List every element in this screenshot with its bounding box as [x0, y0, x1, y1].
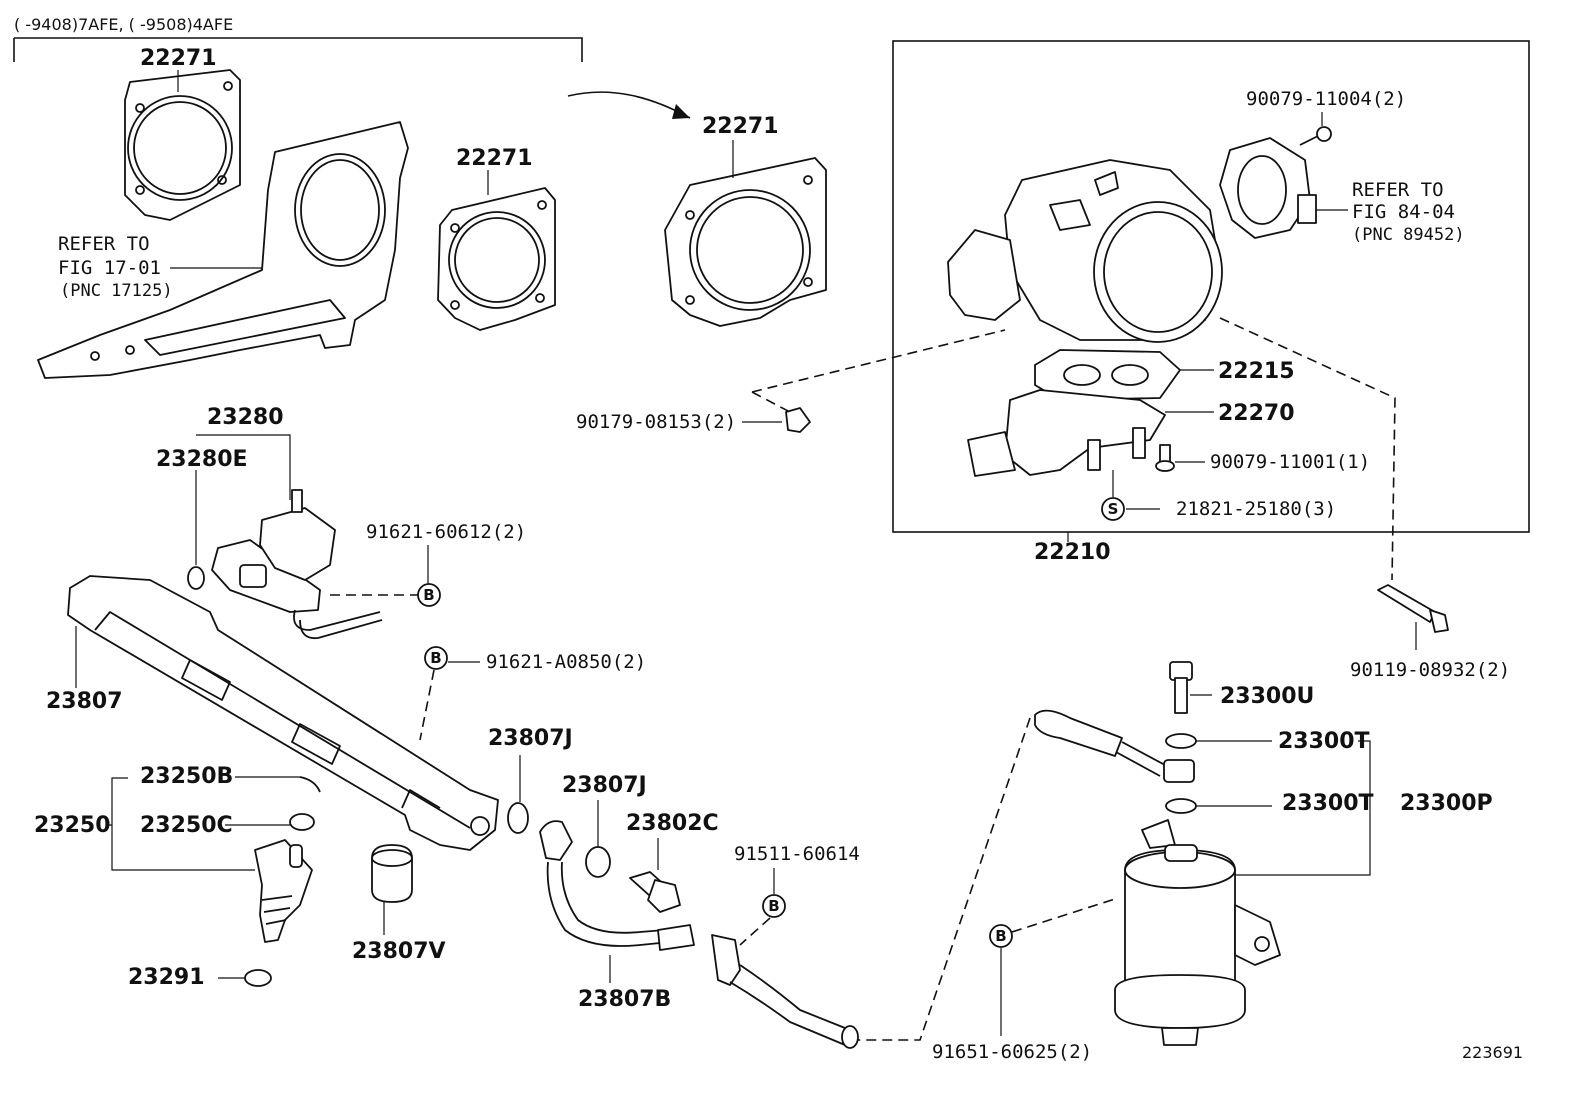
symbol-b-2-letter: B — [430, 649, 441, 667]
dash-90179-08153 — [751, 329, 1006, 413]
dash-91511-60614 — [739, 917, 771, 946]
symbol-s-letter: S — [1108, 500, 1119, 518]
clip-23250b — [299, 776, 321, 793]
label-22271-a: 22271 — [140, 46, 217, 71]
applicability-note: ( -9408)7AFE, ( -9508)4AFE — [14, 15, 233, 34]
label-91511-60614: 91511-60614 — [734, 843, 860, 865]
throttle-position-sensor — [1219, 137, 1317, 239]
o-ring-23807j-b — [585, 846, 611, 878]
dash-91621-a0850 — [419, 669, 435, 741]
label-23802c: 23802C — [626, 811, 719, 836]
fuel-hose-23807b — [539, 820, 859, 1049]
refer-84-line2: FIG 84-04 — [1352, 201, 1455, 223]
throttle-body — [947, 159, 1223, 343]
label-90179-08153: 90179-08153(2) — [576, 411, 736, 433]
pressure-regulator — [211, 489, 383, 640]
screw-90079-11004 — [1299, 126, 1332, 146]
nut-90179-08153 — [785, 407, 811, 433]
label-23807j-a: 23807J — [488, 726, 573, 751]
gasket-23300t-a — [1165, 733, 1197, 749]
label-90079-11004: 90079-11004(2) — [1246, 88, 1406, 110]
label-23250: 23250 — [34, 813, 111, 838]
label-22215: 22215 — [1218, 359, 1295, 384]
gasket-22215 — [1034, 349, 1181, 401]
fuel-filter — [1114, 819, 1281, 1046]
label-23300t-a: 23300T — [1278, 729, 1370, 754]
label-23807j-b: 23807J — [562, 773, 647, 798]
label-22210: 22210 — [1034, 540, 1111, 565]
manifold-plate — [37, 121, 409, 379]
o-ring-23807j-a — [507, 802, 529, 834]
label-23300u: 23300U — [1220, 684, 1314, 709]
refer-17-line1: REFER TO — [58, 233, 150, 255]
symbol-b-2 — [424, 646, 448, 670]
label-91651-60625: 91651-60625(2) — [932, 1041, 1092, 1063]
label-23807: 23807 — [46, 689, 123, 714]
union-bolt-23802c — [629, 871, 681, 913]
label-21821-25180: 21821-25180(3) — [1176, 498, 1336, 520]
gasket-23300t-b — [1165, 798, 1197, 814]
o-ring-23291 — [244, 969, 272, 987]
idle-air-control-valve — [967, 389, 1166, 477]
label-23300t-b: 23300T — [1282, 791, 1374, 816]
dash-91651-60625 — [1011, 897, 1119, 933]
applicability-bracket — [13, 37, 583, 62]
symbol-s — [1101, 497, 1125, 521]
fuel-injector — [254, 839, 313, 943]
symbol-b-4-letter: B — [995, 927, 1006, 945]
label-22271-c: 22271 — [702, 114, 779, 139]
leader-23280 — [196, 434, 291, 500]
label-23291: 23291 — [128, 965, 205, 990]
refer-17-line3: (PNC 17125) — [60, 281, 173, 301]
screw-90079-11001 — [1155, 444, 1175, 472]
symbol-b-1-letter: B — [423, 586, 434, 604]
dash-90119-08932 — [1219, 317, 1396, 581]
throttle-body-box — [892, 40, 1530, 533]
gasket-22271-a — [124, 69, 241, 221]
symbol-b-3-letter: B — [768, 897, 779, 915]
symbol-b-4 — [989, 924, 1013, 948]
gasket-22271-c — [664, 157, 827, 327]
bolt-90119-08932 — [1377, 584, 1449, 633]
label-23807v: 23807V — [352, 939, 446, 964]
label-90079-11001: 90079-11001(1) — [1210, 451, 1370, 473]
arrow-curve — [567, 91, 691, 119]
symbol-b-1 — [417, 583, 441, 607]
label-91621-a0850: 91621-A0850(2) — [486, 651, 646, 673]
label-23250c: 23250C — [140, 813, 233, 838]
label-23250b: 23250B — [140, 764, 233, 789]
label-22270: 22270 — [1218, 401, 1295, 426]
refer-17-line2: FIG 17-01 — [58, 257, 161, 279]
label-23807b: 23807B — [578, 987, 671, 1012]
leader-23250 — [108, 777, 255, 871]
spacer-23807v — [371, 844, 413, 903]
arrow-head — [672, 104, 690, 119]
union-bolt-23300u — [1169, 661, 1193, 714]
symbol-b-3 — [762, 894, 786, 918]
label-22271-b: 22271 — [456, 146, 533, 171]
insulator-23250c — [289, 813, 315, 831]
o-ring-23280e — [187, 566, 205, 590]
refer-84-line1: REFER TO — [1352, 179, 1444, 201]
fuel-rail — [67, 575, 499, 851]
label-23280e: 23280E — [156, 447, 248, 472]
refer-84-line3: (PNC 89452) — [1352, 225, 1465, 245]
leader-23300p — [1230, 740, 1371, 876]
label-90119-08932: 90119-08932(2) — [1350, 659, 1510, 681]
gasket-22271-b — [437, 187, 556, 331]
label-23280: 23280 — [207, 405, 284, 430]
dash-hose-link — [858, 717, 1031, 1041]
label-23300p: 23300P — [1400, 791, 1493, 816]
label-91621-60612: 91621-60612(2) — [366, 521, 526, 543]
eye-fitting — [1163, 759, 1195, 783]
hose-23300 — [1034, 709, 1166, 777]
figure-id: 223691 — [1462, 1043, 1523, 1062]
